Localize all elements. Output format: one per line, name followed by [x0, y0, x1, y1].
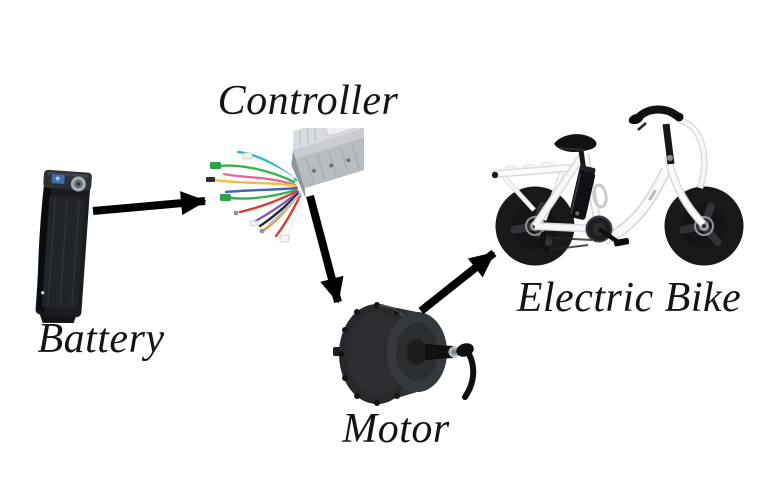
label-electric-bike: Electric Bike [516, 275, 742, 321]
flange-bolts [338, 302, 400, 406]
wire-connectors [206, 152, 290, 243]
handlebar [628, 105, 684, 165]
motor-cable [462, 351, 477, 400]
arrow-battery-to-controller [92, 191, 207, 216]
bike-battery [568, 165, 596, 220]
battery-image [35, 169, 92, 324]
controller-image [206, 128, 364, 243]
arrow-controller-to-motor [306, 194, 344, 304]
controller-box [291, 128, 364, 199]
motor-image [333, 302, 477, 406]
derailleur [538, 231, 547, 246]
label-controller: Controller [217, 78, 399, 124]
electric-bike-image [480, 105, 768, 270]
label-motor: Motor [342, 406, 450, 452]
label-battery: Battery [37, 316, 165, 362]
crank [585, 215, 630, 247]
arrow-motor-to-bike [418, 249, 497, 315]
